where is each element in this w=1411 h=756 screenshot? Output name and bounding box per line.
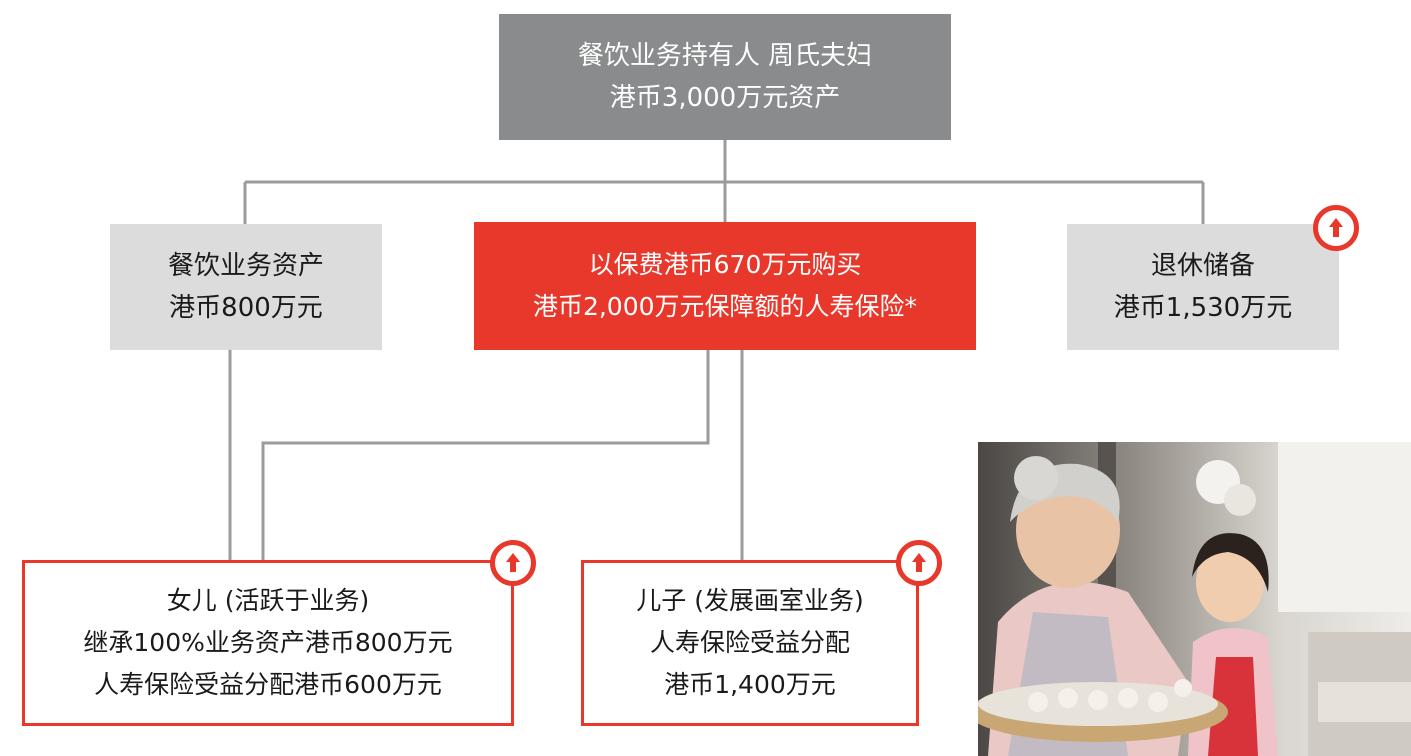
daughter-box: 女儿 (活跃于业务) 继承100%业务资产港币800万元 人寿保险受益分配港币6…	[22, 560, 514, 726]
business-assets-box: 餐饮业务资产 港币800万元	[110, 224, 382, 350]
son-box: 儿子 (发展画室业务) 人寿保险受益分配 港币1,400万元	[581, 560, 919, 726]
life-insurance-box: 以保费港币670万元购买 港币2,000万元保障额的人寿保险*	[474, 222, 976, 350]
son-insurance-benefit-label: 人寿保险受益分配	[649, 628, 850, 657]
daughter-title: 女儿 (活跃于业务)	[166, 586, 370, 615]
owner-assets: 港币3,000万元资产	[609, 83, 841, 113]
retirement-value: 港币1,530万元	[1113, 293, 1293, 323]
son-title: 儿子 (发展画室业务)	[636, 586, 864, 615]
owner-title: 餐饮业务持有人 周氏夫妇	[577, 41, 873, 71]
daughter-insurance-benefit: 人寿保险受益分配港币600万元	[94, 670, 442, 699]
owner-box: 餐饮业务持有人 周氏夫妇 港币3,000万元资产	[499, 14, 951, 140]
daughter-inheritance: 继承100%业务资产港币800万元	[83, 628, 453, 657]
retirement-reserve-box: 退休储备 港币1,530万元	[1067, 224, 1339, 350]
insurance-coverage-text: 港币2,000万元保障额的人寿保险*	[532, 292, 918, 321]
retirement-title: 退休储备	[1150, 251, 1255, 281]
business-assets-value: 港币800万元	[169, 293, 323, 323]
up-arrow-icon	[896, 540, 942, 586]
insurance-premium-text: 以保费港币670万元购买	[588, 250, 862, 279]
grandmother-granddaughter-photo	[978, 442, 1411, 756]
up-arrow-icon	[1313, 205, 1359, 251]
business-assets-title: 餐饮业务资产	[167, 251, 324, 281]
son-insurance-benefit-value: 港币1,400万元	[664, 670, 836, 699]
up-arrow-icon	[490, 540, 536, 586]
